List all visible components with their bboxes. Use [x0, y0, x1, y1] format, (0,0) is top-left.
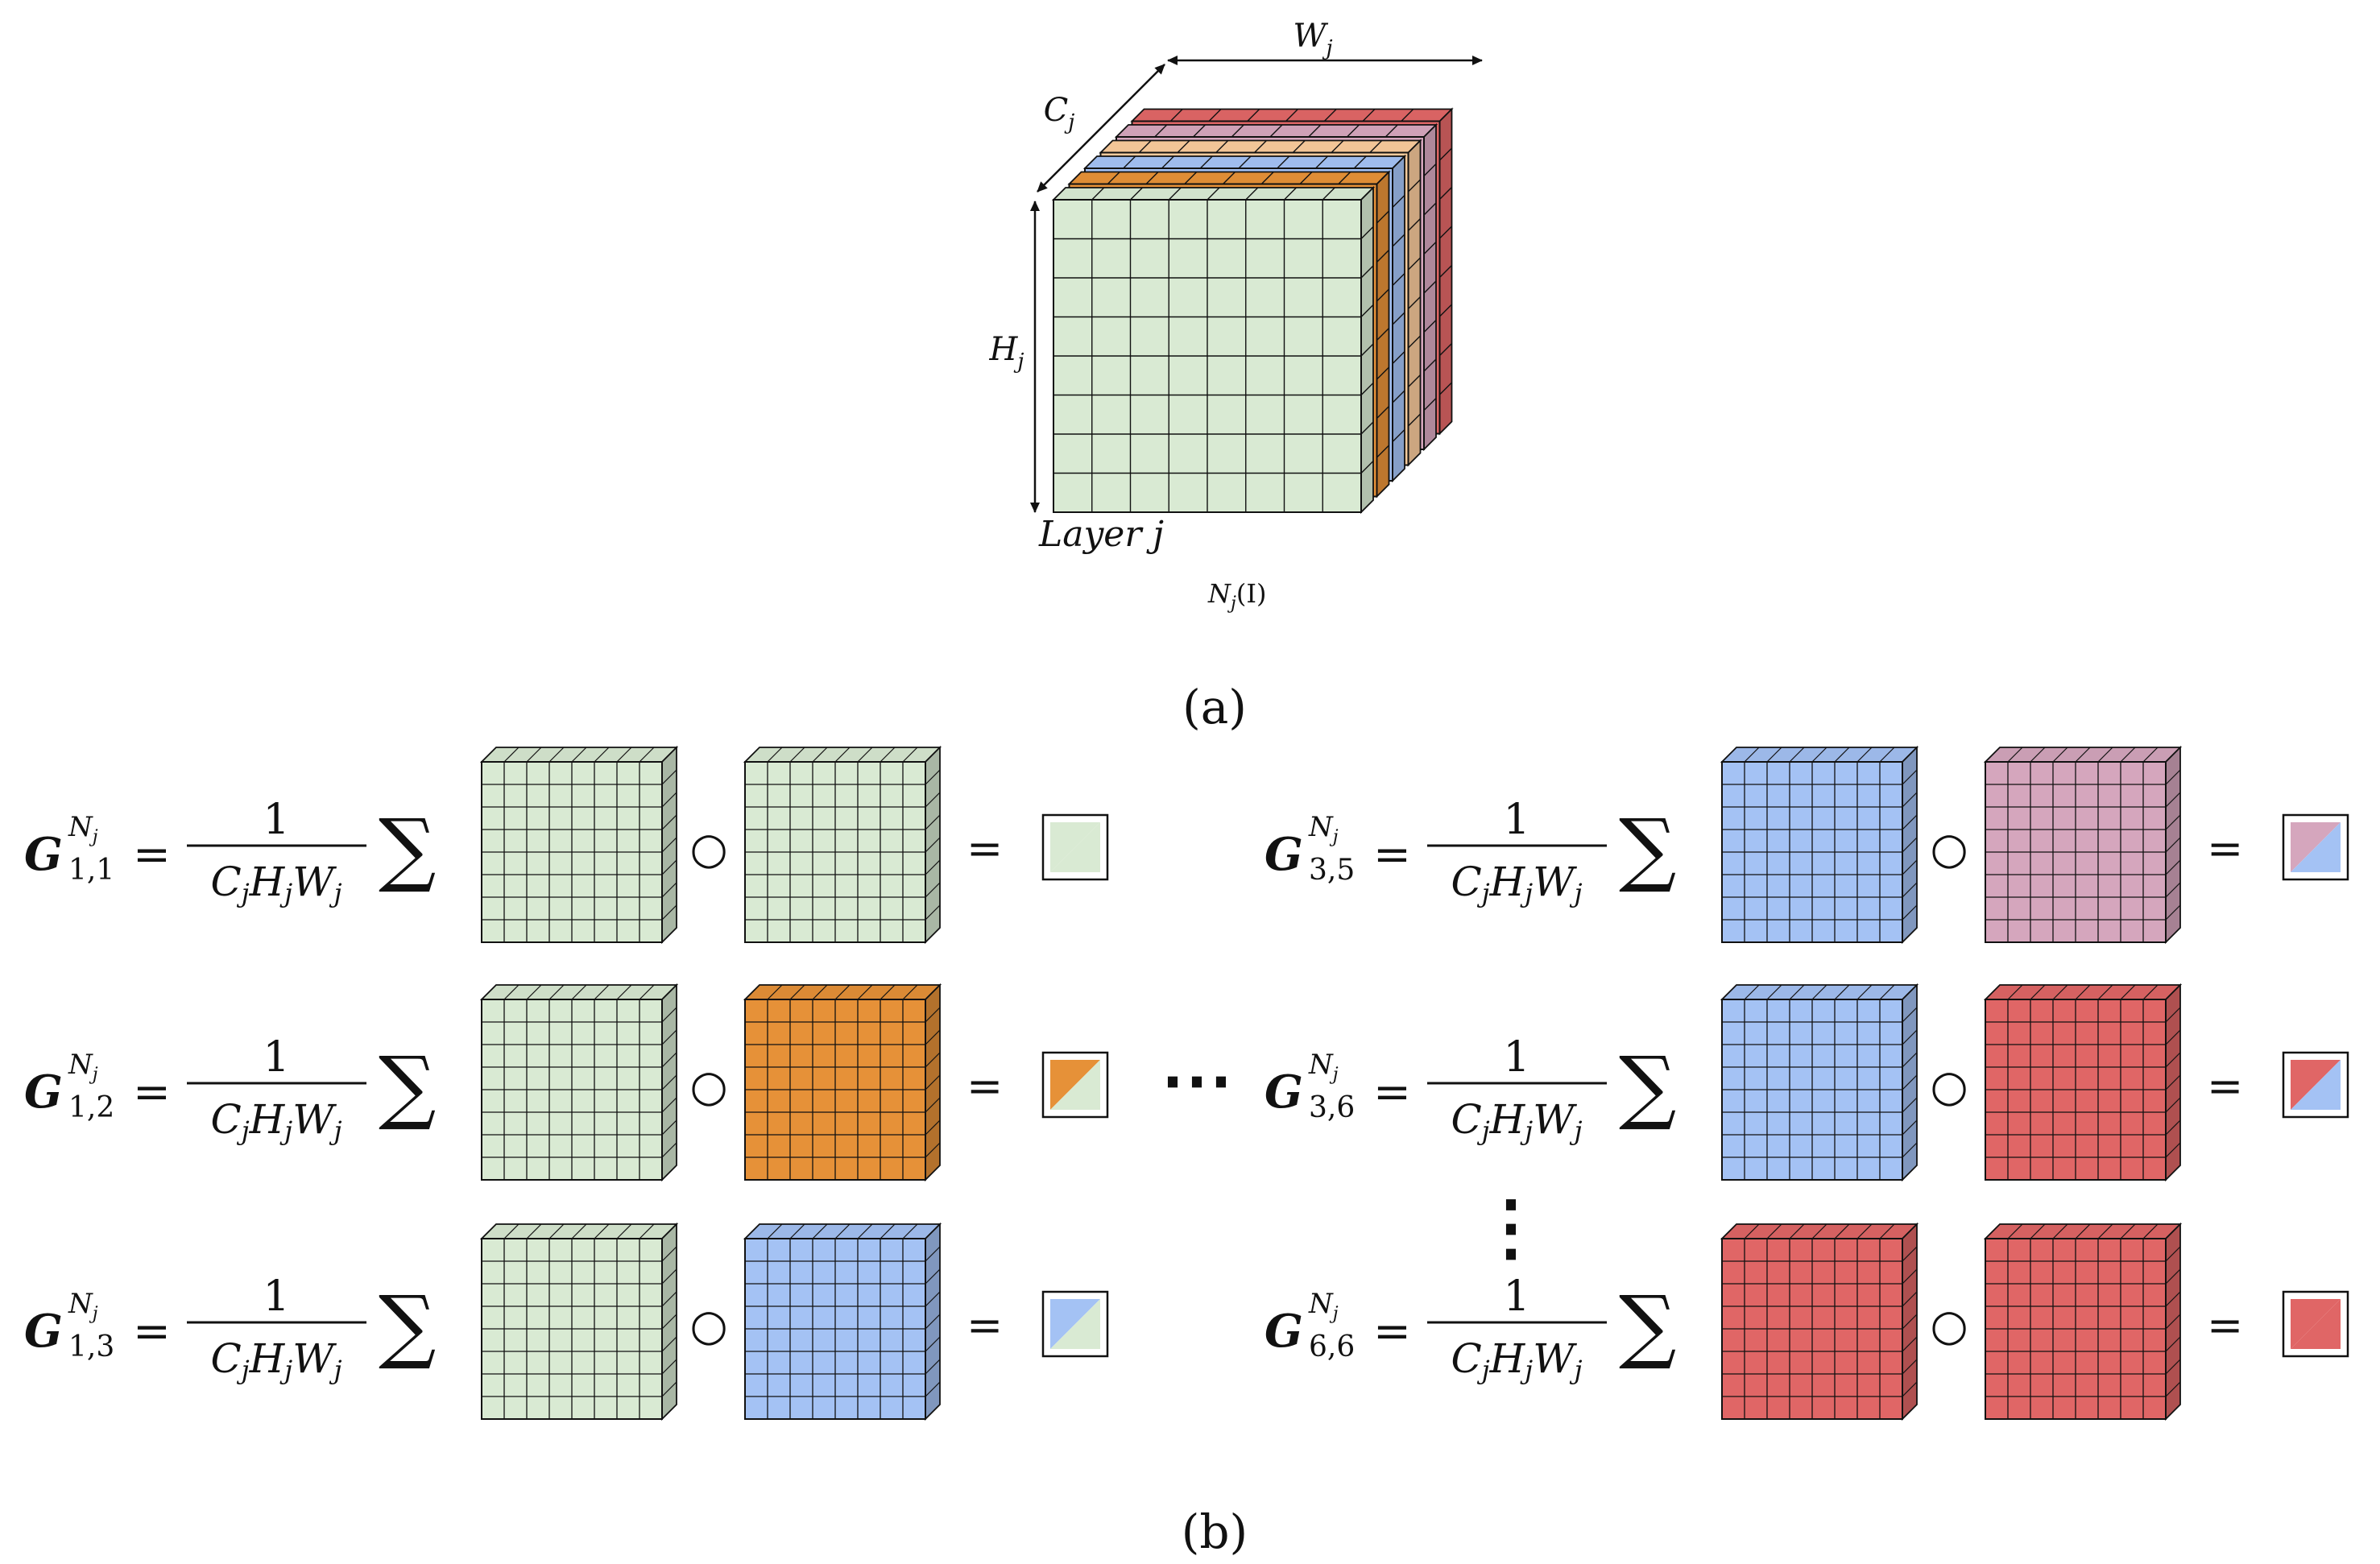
gram-result-cell — [1041, 813, 1109, 881]
hadamard-symbol: ○ — [1930, 1061, 1968, 1111]
fraction-denominator: CjHjWj — [210, 859, 341, 908]
gram-symbol: G — [1265, 1305, 1303, 1358]
fraction-numerator: 1 — [263, 796, 289, 844]
feature-cube-right — [743, 1222, 942, 1421]
fraction-denominator: CjHjWj — [1451, 1335, 1582, 1385]
gram-indices: 1,2 — [68, 1091, 114, 1124]
gram-superscript: Nj — [1308, 1049, 1339, 1085]
hadamard-symbol: ○ — [1930, 1300, 1968, 1351]
fraction-numerator: 1 — [1503, 1033, 1529, 1082]
gram-superscript: Nj — [68, 1049, 98, 1085]
height-label: Hj — [989, 331, 1024, 374]
panel-b-label: (b) — [1182, 1504, 1248, 1559]
gram-superscript: Nj — [1308, 811, 1339, 847]
fraction-numerator: 1 — [1503, 1272, 1529, 1321]
summation-symbol: ∑ — [1619, 801, 1676, 896]
feature-cube-right — [1983, 1222, 2183, 1421]
gram-result-cell — [2282, 1290, 2349, 1358]
feature-cube-left — [479, 1222, 679, 1421]
gram-indices: 6,6 — [1309, 1330, 1355, 1363]
gram-indices: 1,3 — [68, 1330, 114, 1363]
summation-symbol: ∑ — [1619, 1278, 1676, 1372]
feature-cube-right — [1983, 745, 2183, 945]
summation-symbol: ∑ — [379, 801, 436, 896]
gram-superscript: Nj — [68, 1288, 98, 1324]
gram-result-cell — [1041, 1051, 1109, 1119]
feature-cube-left — [1720, 983, 1919, 1182]
gram-result-cell — [2282, 813, 2349, 881]
gram-result-cell — [1041, 1290, 1109, 1358]
fraction-denominator: CjHjWj — [1451, 859, 1582, 908]
fraction-numerator: 1 — [263, 1033, 289, 1082]
equals-sign: = — [2207, 1061, 2243, 1111]
hadamard-symbol: ○ — [1930, 823, 1968, 874]
channel-label: Cj — [1044, 92, 1075, 134]
gram-indices: 3,5 — [1309, 854, 1355, 887]
equals-sign: = — [133, 1066, 171, 1119]
fraction-numerator: 1 — [1503, 796, 1529, 844]
gram-superscript: Nj — [68, 811, 98, 847]
equals-sign: = — [1373, 1066, 1411, 1119]
gram-symbol: G — [1265, 828, 1303, 881]
gram-symbol: G — [24, 828, 63, 881]
equals-sign: = — [966, 1300, 1003, 1351]
vertical-ellipsis: ⋮ — [1475, 1185, 1547, 1270]
equals-sign: = — [133, 1305, 171, 1358]
equals-sign: = — [2207, 823, 2243, 874]
gram-matrix-equations: GNj1,1=1CjHjWj∑○=GNj1,2=1CjHjWj∑○=GNj1,3… — [24, 745, 2349, 1421]
output-label: Nj(I) — [1207, 578, 1266, 614]
equals-sign: = — [133, 829, 171, 881]
equals-sign: = — [1373, 1305, 1411, 1358]
feature-map-tensor — [1051, 107, 1454, 515]
width-label: Wj — [1293, 18, 1332, 60]
feature-cube-right — [1983, 983, 2183, 1182]
summation-symbol: ∑ — [1619, 1039, 1676, 1133]
feature-cube-left — [479, 745, 679, 945]
horizontal-ellipsis: ⋯ — [1161, 1037, 1233, 1123]
equals-sign: = — [966, 1061, 1003, 1111]
feature-cube-left — [1720, 1222, 1919, 1421]
hadamard-symbol: ○ — [689, 1061, 727, 1111]
hadamard-symbol: ○ — [689, 1300, 727, 1351]
summation-symbol: ∑ — [379, 1278, 436, 1372]
gram-result-cell — [2282, 1051, 2349, 1119]
fraction-denominator: CjHjWj — [210, 1096, 341, 1146]
layer-label: Layer j — [1038, 514, 1164, 555]
summation-symbol: ∑ — [379, 1039, 436, 1133]
gram-indices: 3,6 — [1309, 1091, 1355, 1124]
panel-a-label: (a) — [1182, 680, 1247, 734]
equals-sign: = — [966, 823, 1003, 874]
fraction-denominator: CjHjWj — [1451, 1096, 1582, 1146]
gram-indices: 1,1 — [68, 854, 114, 887]
gram-symbol: G — [24, 1065, 63, 1119]
equals-sign: = — [2207, 1300, 2243, 1351]
hadamard-symbol: ○ — [689, 823, 727, 874]
fraction-denominator: CjHjWj — [210, 1335, 341, 1385]
feature-cube-left — [479, 983, 679, 1182]
feature-cube-left — [1720, 745, 1919, 945]
gram-symbol: G — [24, 1305, 63, 1358]
gram-superscript: Nj — [1308, 1288, 1339, 1324]
gram-symbol: G — [1265, 1065, 1303, 1119]
equals-sign: = — [1373, 829, 1411, 881]
feature-cube-right — [743, 983, 942, 1182]
channel-slice-green — [1051, 185, 1376, 515]
channel-arrow — [1037, 64, 1165, 192]
feature-cube-right — [743, 745, 942, 945]
fraction-numerator: 1 — [263, 1272, 289, 1321]
